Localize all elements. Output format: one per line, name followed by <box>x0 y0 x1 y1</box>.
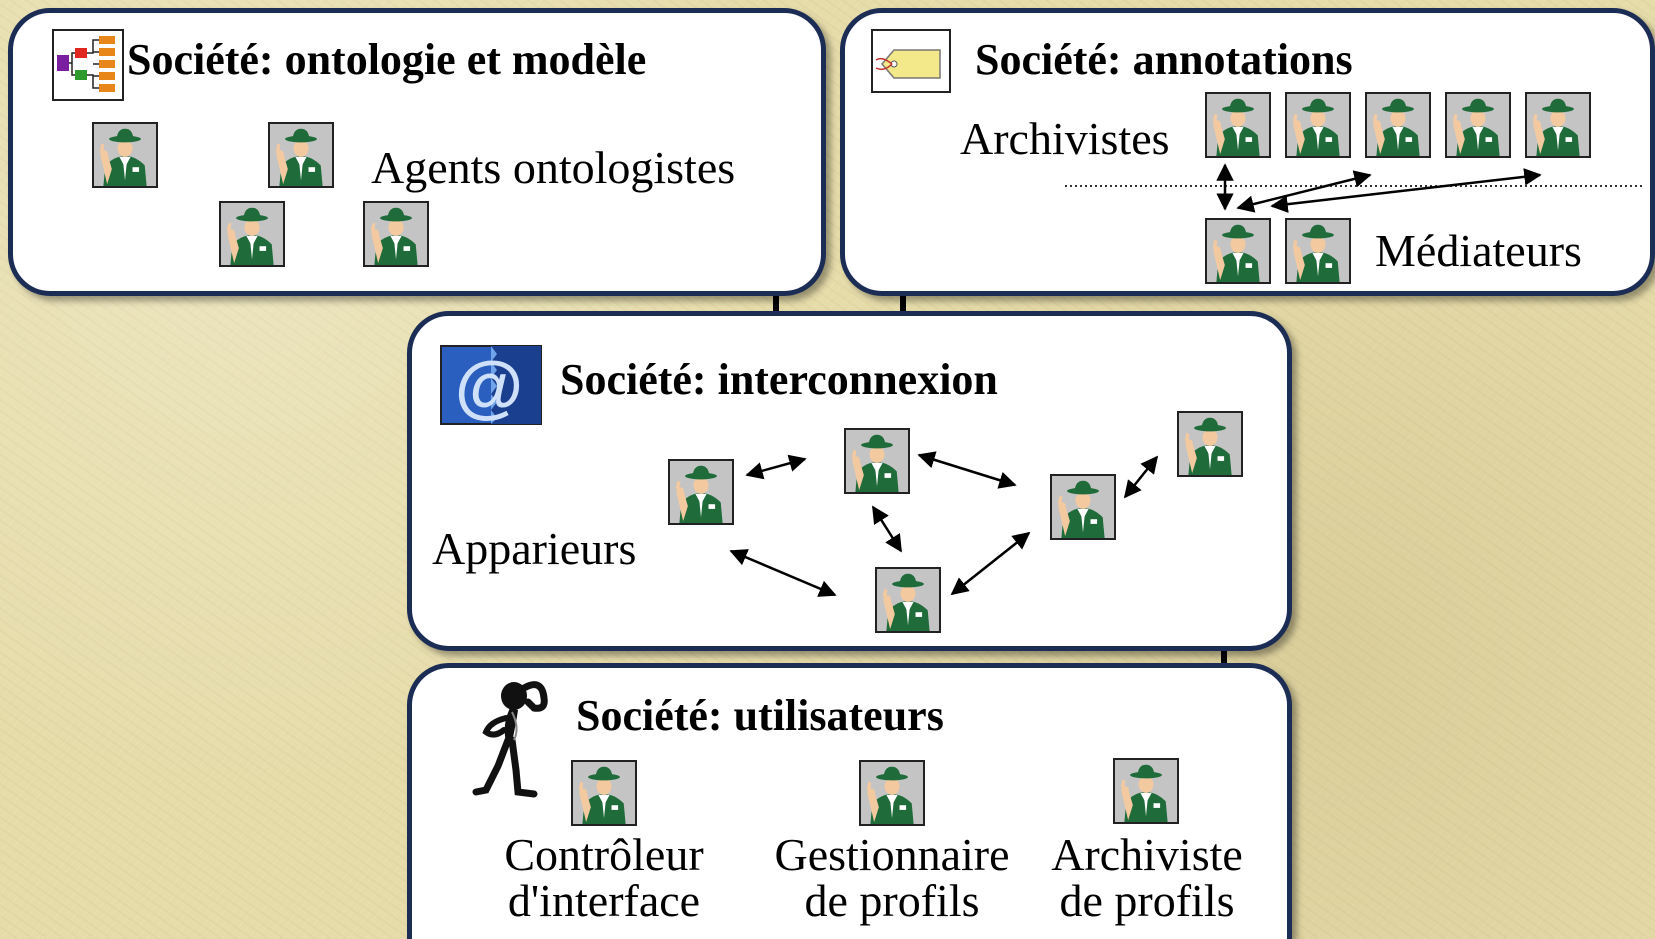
archivist-agent <box>1365 92 1431 158</box>
role-caption-profile-manager: Gestionnaire de profils <box>742 832 1042 924</box>
ontologist-agent <box>363 201 429 267</box>
role-caption-line2: de profils <box>1059 875 1235 926</box>
society-ontology-title: Société: ontologie et modèle <box>127 35 647 84</box>
ontologist-agent <box>268 122 334 188</box>
matcher-agent <box>1177 411 1243 477</box>
svg-text:@: @ <box>455 347 523 425</box>
ontologist-agent <box>219 201 285 267</box>
role-caption-line2: de profils <box>804 875 980 926</box>
ontologist-agent <box>92 122 158 188</box>
society-users-box: Société: utilisateurs Contrôleur d'inter… <box>407 663 1292 939</box>
matcher-links <box>729 451 1159 597</box>
archivist-agent <box>1445 92 1511 158</box>
role-caption-interface-controller: Contrôleur d'interface <box>454 832 754 924</box>
society-ontology-box: Société: ontologie et modèle Agents onto… <box>8 8 826 296</box>
matcher-agent <box>875 567 941 633</box>
archivist-agent <box>1525 92 1591 158</box>
hierarchy-chart-icon <box>51 28 125 102</box>
profile-archivist-agent <box>1113 758 1179 824</box>
matcher-agent <box>1050 474 1116 540</box>
archivist-agent <box>1285 92 1351 158</box>
archivist-mediator-links <box>1065 163 1645 213</box>
at-sign-icon: @ <box>439 344 543 426</box>
thinking-person-icon <box>472 678 552 800</box>
role-caption-line1: Gestionnaire <box>774 829 1010 880</box>
matcher-agent <box>844 428 910 494</box>
mediator-agent <box>1285 218 1351 284</box>
society-interconnexion-title: Société: interconnexion <box>560 355 998 404</box>
role-caption-profile-archivist: Archiviste de profils <box>1002 832 1292 924</box>
archivists-label: Archivistes <box>960 113 1170 164</box>
profile-manager-agent <box>859 760 925 826</box>
interface-controller-agent <box>571 760 637 826</box>
matcher-agent <box>668 459 734 525</box>
role-caption-line1: Archiviste <box>1051 829 1243 880</box>
ontologist-agents-label: Agents ontologistes <box>371 142 736 193</box>
role-caption-line1: Contrôleur <box>504 829 704 880</box>
archivist-agent <box>1205 92 1271 158</box>
society-interconnexion-box: @ Société: interconnexion Apparieurs <box>407 311 1292 651</box>
mediators-label: Médiateurs <box>1375 225 1582 276</box>
mediator-agent <box>1205 218 1271 284</box>
tag-icon <box>870 28 952 94</box>
society-users-title: Société: utilisateurs <box>576 691 944 740</box>
matchers-label: Apparieurs <box>432 523 637 574</box>
society-annotations-title: Société: annotations <box>975 35 1353 84</box>
society-annotations-box: Société: annotations Archivistes Médiate… <box>840 8 1655 296</box>
role-caption-line2: d'interface <box>507 875 701 926</box>
